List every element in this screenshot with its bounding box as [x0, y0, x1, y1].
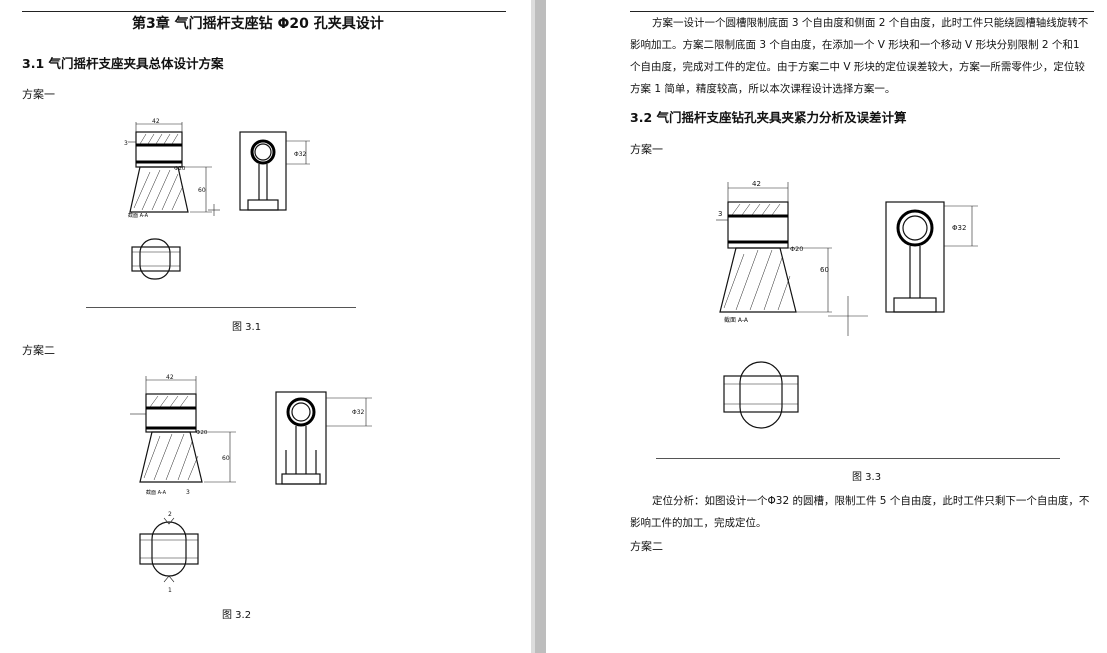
figure-3-1-divider [86, 307, 356, 308]
dim-groove-label: Φ32 [294, 151, 307, 158]
dim-width-label: 42 [752, 180, 761, 188]
analysis-paragraph-2: 定位分析：如图设计一个Φ32 的圆槽，限制工件 5 个自由度，此时工件只剩下一个… [630, 495, 1090, 529]
scheme-one-label: 方案一 [22, 88, 55, 101]
side-view [885, 201, 978, 313]
dim-height-label: 60 [222, 455, 230, 462]
section-title-3-1: 3.1 气门摇杆支座夹具总体设计方案 [22, 56, 224, 71]
scheme-two-label: 方案二 [630, 540, 663, 553]
dim-height-label: 60 [198, 187, 206, 194]
front-view [130, 376, 236, 483]
figure-3-3-divider [656, 458, 1060, 459]
dim-groove-label: Φ32 [352, 409, 365, 416]
figure-3-1-caption: 图 3.1 [232, 322, 262, 333]
dim-hole-label: Φ20 [174, 166, 186, 172]
top-view [131, 238, 181, 280]
top-view [139, 517, 199, 583]
dim-hole-label: Φ20 [196, 430, 208, 436]
analysis-paragraph-1: 方案一设计一个圆槽限制底面 3 个自由度和侧面 2 个自由度，此时工件只能绕圆槽… [630, 17, 1089, 95]
side-view [239, 131, 310, 211]
num-3-label: 3 [124, 140, 128, 147]
front-view [128, 122, 220, 216]
front-view [716, 182, 868, 336]
section-mark-label: 截面 A-A [724, 316, 749, 324]
top-view [723, 361, 799, 429]
scheme-one-label: 方案一 [630, 143, 663, 156]
chapter-title: 第3章 气门摇杆支座钻 Φ20 孔夹具设计 [132, 16, 384, 32]
page-gutter [531, 0, 535, 653]
figure-3-3-drawing: 42 60 Φ20 3 截面 A-A Φ32 [716, 180, 978, 429]
side-view [275, 391, 372, 485]
num-2-label: 2 [168, 511, 172, 518]
dim-height-label: 60 [820, 266, 829, 274]
page-gutter-shadow [535, 0, 546, 653]
num-3-label: 3 [186, 489, 190, 496]
dim-hole-label: Φ20 [790, 245, 803, 253]
header-rule [630, 11, 1094, 12]
dim-width-label: 42 [166, 374, 174, 381]
num-1-label: 1 [168, 587, 172, 594]
section-mark-label: 截面 A-A [128, 212, 149, 219]
figure-3-2-caption: 图 3.2 [222, 610, 252, 621]
figure-3-1-drawing: 42 60 Φ20 3 截面 A-A Φ32 [124, 118, 310, 280]
section-mark-label: 截面 A-A [146, 489, 167, 496]
document-page-left: 第3章 气门摇杆支座钻 Φ20 孔夹具设计 3.1 气门摇杆支座夹具总体设计方案… [0, 0, 531, 653]
figure-3-2-drawing: 42 60 Φ20 截面 A-A 3 Φ32 2 1 [130, 374, 372, 594]
dim-width-label: 42 [152, 118, 160, 125]
scheme-two-label: 方案二 [22, 344, 55, 357]
header-rule [22, 11, 506, 12]
dim-groove-label: Φ32 [952, 224, 966, 232]
figure-3-3-caption: 图 3.3 [852, 472, 882, 483]
num-3-label: 3 [718, 210, 722, 218]
section-title-3-2: 3.2 气门摇杆支座钻孔夹具夹紧力分析及误差计算 [630, 110, 907, 125]
document-page-right: 方案一设计一个圆槽限制底面 3 个自由度和侧面 2 个自由度，此时工件只能绕圆槽… [546, 0, 1107, 653]
